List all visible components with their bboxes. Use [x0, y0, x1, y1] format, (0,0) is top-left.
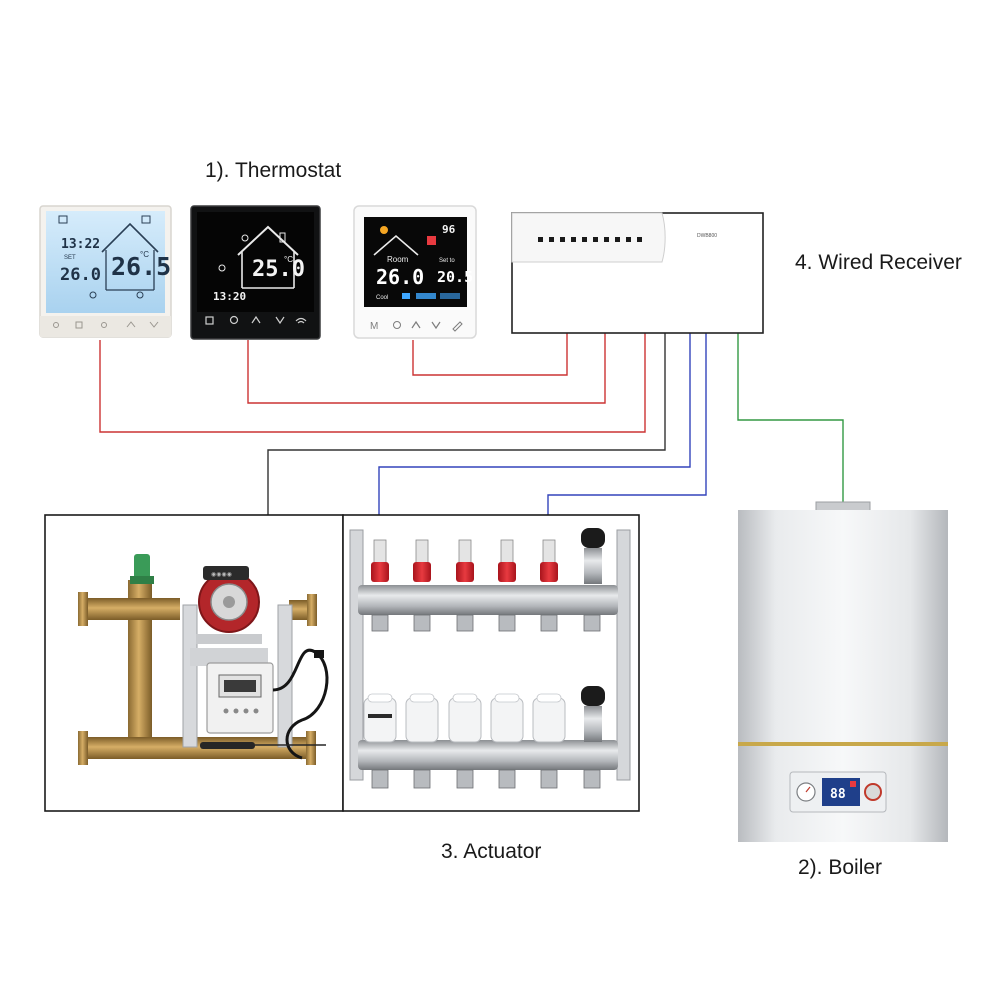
actuator-3 [448, 693, 482, 743]
receiver-leds [538, 237, 642, 242]
wired-receiver: DWB800 [511, 212, 764, 334]
color-down-button[interactable] [431, 321, 441, 330]
black-up-button[interactable] [251, 315, 261, 324]
white-unit: °C [140, 250, 149, 259]
flow-meter-1 [371, 539, 389, 582]
white-menu-button[interactable] [75, 321, 83, 329]
boiler-control-panel: 88 [789, 771, 887, 813]
actuators [363, 693, 566, 743]
receiver-model: DWB800 [697, 233, 717, 239]
color-power-button[interactable] [393, 321, 401, 329]
actuator-1 [363, 693, 397, 743]
flow-meters [371, 539, 558, 582]
color-buttons[interactable]: M [370, 320, 463, 332]
white-buttons[interactable] [53, 321, 159, 329]
black-buttons[interactable] [205, 315, 307, 325]
flow-meter-2 [413, 539, 431, 582]
actuator-4 [490, 693, 524, 743]
thermostat-black: 25.0 °C 13:20 [190, 205, 321, 340]
top-outlets [371, 614, 601, 632]
white-power-button[interactable] [53, 322, 59, 328]
black-wifi-button[interactable] [295, 317, 307, 324]
air-vent-top [581, 528, 605, 584]
color-room-label: Room [387, 255, 409, 264]
pump-controller [206, 662, 274, 734]
black-unit: °C [284, 255, 293, 264]
white-clock-button[interactable] [101, 322, 107, 328]
black-down-button[interactable] [275, 316, 285, 325]
black-room-temp: 25.0 [252, 257, 305, 282]
thermostat-label: 1). Thermostat [205, 159, 341, 182]
bottom-outlets [371, 769, 601, 789]
black-power-button[interactable] [229, 315, 239, 325]
pump-group: ◉◉◉◉ [44, 514, 344, 812]
black-menu-button[interactable] [205, 316, 214, 325]
white-up-button[interactable] [126, 321, 136, 328]
white-time: 13:22 [61, 237, 100, 252]
wire-thermostat-1 [99, 333, 646, 433]
color-edit-button[interactable] [452, 321, 463, 332]
boiler: 88 [738, 501, 948, 842]
black-time: 13:20 [213, 290, 246, 303]
receiver-label: 4. Wired Receiver [795, 251, 962, 274]
manifold-panel [342, 514, 640, 812]
thermostat-color: 96 Room 26.0 Set to 20.5 Cool M [353, 205, 477, 339]
color-up-button[interactable] [411, 320, 421, 329]
boiler-knob[interactable] [864, 783, 882, 801]
wire-pump [267, 333, 666, 567]
actuator-label: 3. Actuator [441, 840, 541, 863]
color-set-label: Set to [439, 258, 455, 264]
white-room-temp: 26.5 [111, 252, 171, 281]
color-mode-button[interactable]: M [370, 321, 378, 332]
actuator-2 [405, 693, 439, 743]
flow-meter-5 [540, 539, 558, 582]
boiler-display: 88 [830, 787, 846, 802]
thermostat-wires [99, 333, 646, 433]
air-vent-bottom [581, 686, 605, 742]
color-humidity: 96 [442, 223, 456, 236]
color-room-temp: 26.0 [376, 265, 424, 289]
pump-brand: ◉◉◉◉ [211, 572, 232, 578]
white-set-label: SET [64, 255, 76, 261]
color-set-temp: 20.5 [437, 268, 473, 286]
thermostat-white: 13:22 SET 26.0 26.5 °C [39, 205, 172, 338]
actuator-5 [532, 693, 566, 743]
wire-thermostat-2 [247, 333, 606, 404]
white-set-temp: 26.0 [60, 265, 101, 285]
color-mode-label: Cool [376, 295, 388, 301]
flow-meter-3 [456, 539, 474, 582]
circulation-pump: ◉◉◉◉ [190, 566, 268, 666]
wire-thermostat-3 [412, 333, 568, 376]
boiler-label: 2). Boiler [798, 856, 882, 879]
white-down-button[interactable] [149, 321, 159, 328]
flow-meter-4 [498, 539, 516, 582]
wire-boiler [737, 333, 844, 502]
